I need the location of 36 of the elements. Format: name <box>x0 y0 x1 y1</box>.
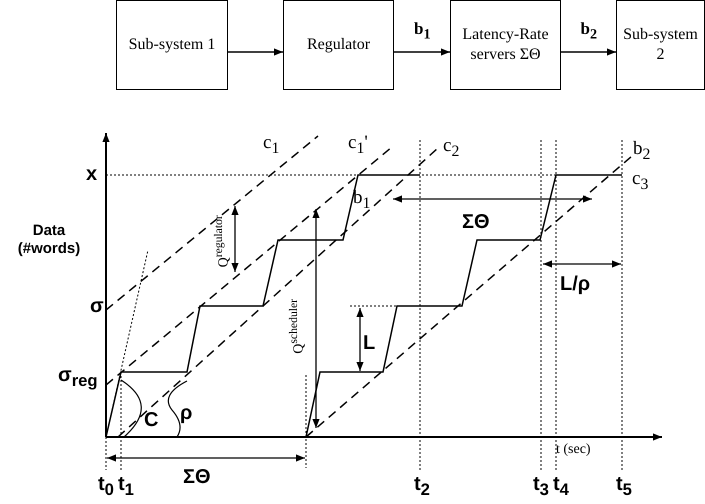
curve-label: t$_{4}$ <box>553 474 569 499</box>
curve-label: b$_{2}$ <box>633 139 650 163</box>
curve-label: b$_{1}$ <box>353 188 370 212</box>
axis-title: Data (#words) <box>16 222 82 258</box>
curve-label: c$_{1}$' <box>348 133 368 157</box>
dimension-label: L <box>363 333 376 353</box>
angle-label: ρ <box>180 403 192 423</box>
curve-label: c$_{3}$ <box>632 169 648 193</box>
arrow <box>561 48 616 56</box>
dimension-label: L/ρ <box>560 274 590 294</box>
box-label: Sub-system 2 <box>622 25 699 65</box>
curve-label: t$_{2}$ <box>414 474 430 499</box>
edge-label: b$_{2}$ <box>580 20 598 42</box>
arrow <box>228 48 283 56</box>
dimension-label: ΣΘ <box>183 467 211 487</box>
box-label: Latency-Rate servers ΣΘ <box>461 25 550 65</box>
angle-label: C <box>144 410 158 430</box>
curve-label: σ$_{reg}$ <box>58 365 98 390</box>
box-label: Sub-system 1 <box>128 35 216 55</box>
process-box <box>116 0 228 90</box>
process-box <box>450 0 561 90</box>
box-label: Regulator <box>306 35 372 55</box>
edge-label: b$_{1}$ <box>414 20 431 42</box>
curve-label: t$_{1}$ <box>118 474 134 499</box>
dimension-label: ΣΘ <box>462 212 490 232</box>
curve-label: t$_{0}$ <box>98 474 114 499</box>
curve-label: σ <box>90 296 104 316</box>
arrow <box>394 48 450 56</box>
curve-label: c$_{2}$ <box>443 136 460 160</box>
curve-label: x <box>86 164 98 184</box>
curve-label: c$_{1}$ <box>263 133 280 157</box>
axis-title: t (sec) <box>556 443 591 457</box>
process-box <box>283 0 394 90</box>
curve-label: t$_{3}$ <box>533 474 549 499</box>
curve-label: t$_{5}$ <box>616 474 632 499</box>
process-box <box>616 0 705 90</box>
